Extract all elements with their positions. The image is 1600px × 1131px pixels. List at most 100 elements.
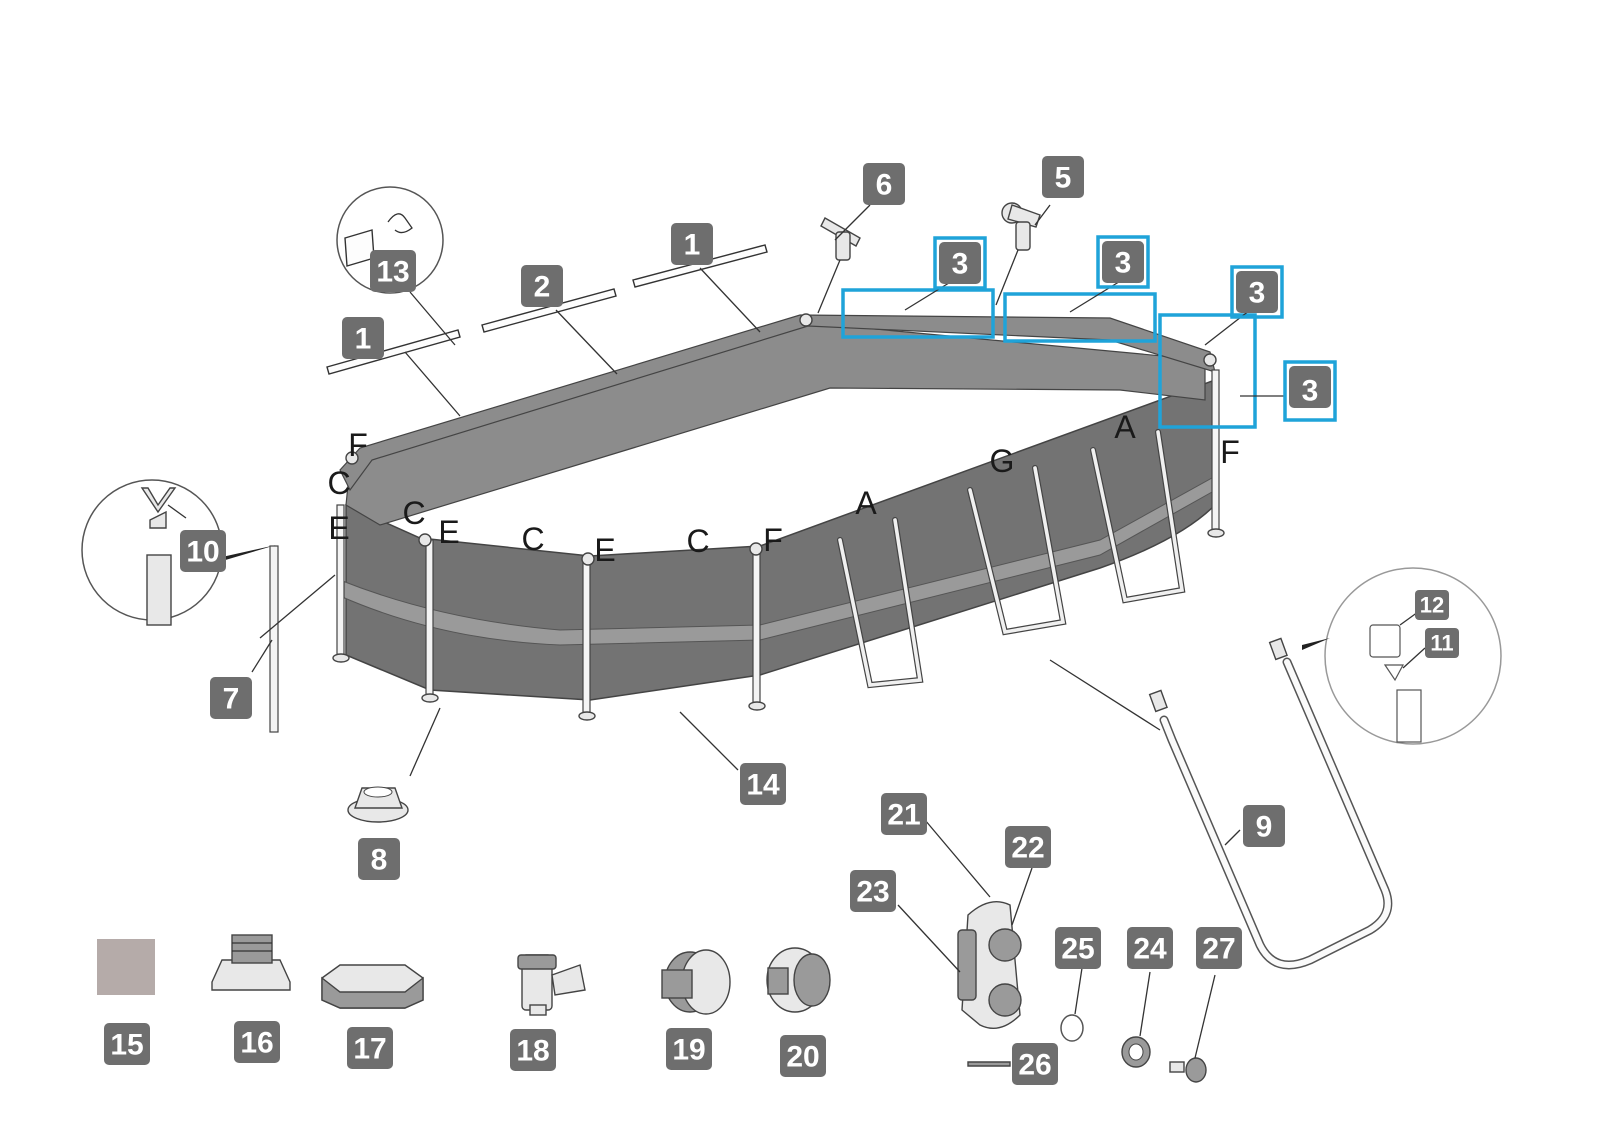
joint: [581, 552, 595, 566]
callout-15: 15: [104, 1023, 150, 1065]
fitting-19: [661, 949, 731, 1015]
svg-text:3: 3: [1115, 247, 1132, 280]
callout-18: 18: [510, 1029, 556, 1071]
callout-2: 2: [521, 265, 563, 307]
callout-27: 27: [1196, 927, 1242, 969]
callout-24: 24: [1127, 927, 1173, 969]
callout-11: 11: [1425, 628, 1459, 658]
svg-text:1: 1: [355, 323, 372, 356]
svg-text:14: 14: [746, 769, 780, 802]
svg-text:26: 26: [1018, 1049, 1051, 1082]
post-7: [251, 545, 336, 733]
svg-text:16: 16: [240, 1027, 273, 1060]
joint-letter: C: [521, 521, 544, 557]
callout-25: 25: [1055, 927, 1101, 969]
svg-text:5: 5: [1055, 162, 1072, 195]
svg-text:2: 2: [534, 271, 551, 304]
callout-5: 5: [1042, 156, 1084, 198]
highlight-box: [841, 288, 995, 339]
joint-letter: A: [855, 485, 877, 521]
leg: [1211, 369, 1220, 531]
u-frame-9: [1049, 637, 1393, 970]
callout-badges: 1 1 2 3 3 3 3 5 6 7 8 9 10 11 12 13 14 1…: [104, 156, 1459, 1085]
foot: [748, 701, 766, 711]
pool-frame: [332, 313, 1225, 721]
svg-text:3: 3: [952, 248, 969, 281]
callout-9: 9: [1243, 805, 1285, 847]
joint-letter: E: [438, 514, 459, 550]
t-connector-6: [817, 204, 871, 314]
svg-text:3: 3: [1249, 277, 1266, 310]
joint-letter: F: [763, 522, 783, 558]
leader-14: [679, 711, 739, 771]
detail-11-12: [1302, 567, 1502, 745]
callout-3: 3: [933, 236, 987, 290]
foot: [1207, 528, 1225, 538]
cap-17: [321, 964, 424, 1009]
pin-26: [967, 1061, 1011, 1067]
svg-text:15: 15: [110, 1029, 143, 1062]
callout-22: 22: [1005, 826, 1051, 868]
callout-7: 7: [210, 677, 252, 719]
highlight-box: [1003, 292, 1157, 343]
callout-16: 16: [234, 1021, 280, 1063]
svg-text:7: 7: [223, 683, 240, 716]
joint: [345, 451, 359, 465]
svg-text:23: 23: [856, 876, 889, 909]
ladder: [837, 429, 1186, 689]
skimmer-21-23: [897, 819, 1033, 1029]
foot: [332, 653, 350, 663]
callout-21: 21: [881, 793, 927, 835]
svg-text:1: 1: [684, 229, 701, 262]
joint-letter: E: [328, 510, 349, 546]
beam-1-right: [632, 244, 768, 333]
callout-12: 12: [1415, 590, 1449, 620]
svg-text:11: 11: [1430, 631, 1453, 656]
svg-text:18: 18: [516, 1035, 549, 1068]
callout-14: 14: [740, 763, 786, 805]
foot: [578, 711, 596, 721]
callout-3: 3: [1283, 360, 1337, 422]
svg-text:3: 3: [1302, 375, 1319, 408]
foot-base-8: [347, 707, 441, 823]
joint-letter: C: [327, 465, 350, 501]
callout-3: 3: [1096, 235, 1150, 289]
svg-text:22: 22: [1011, 832, 1044, 865]
joint-letter: A: [1114, 409, 1136, 445]
svg-text:13: 13: [376, 256, 409, 289]
callout-19: 19: [666, 1028, 712, 1070]
svg-text:25: 25: [1061, 933, 1094, 966]
joint-letter: F: [1220, 434, 1240, 470]
leg: [752, 547, 761, 704]
svg-text:21: 21: [887, 799, 920, 832]
callout-8: 8: [358, 838, 400, 880]
joint-letter: G: [990, 443, 1015, 479]
joint-letter: C: [402, 495, 425, 531]
pool-inner-wall: [345, 321, 1206, 526]
foot: [421, 693, 439, 703]
svg-text:27: 27: [1202, 933, 1235, 966]
highlight-box: [1158, 313, 1257, 429]
detail-10: [81, 479, 276, 626]
joint: [418, 533, 432, 547]
callout-1-right: 1: [671, 223, 713, 265]
part-3-highlights: [841, 277, 1285, 429]
callout-6: 6: [863, 163, 905, 205]
svg-text:19: 19: [672, 1034, 705, 1067]
beam-2: [481, 288, 618, 375]
joint-letter: C: [686, 523, 709, 559]
t-connector-5: [995, 202, 1051, 306]
nut-24: [1121, 971, 1151, 1068]
leg: [582, 557, 591, 714]
callout-23: 23: [850, 870, 896, 912]
svg-text:6: 6: [876, 169, 893, 202]
callout-3: 3: [1230, 265, 1284, 319]
beam-1-left: [326, 329, 461, 417]
svg-text:20: 20: [786, 1041, 819, 1074]
joint: [799, 313, 813, 327]
ring-25: [1060, 967, 1084, 1042]
callout-1-left: 1: [342, 317, 384, 359]
callout-26: 26: [1012, 1043, 1058, 1085]
joint-letter: F: [348, 427, 368, 463]
